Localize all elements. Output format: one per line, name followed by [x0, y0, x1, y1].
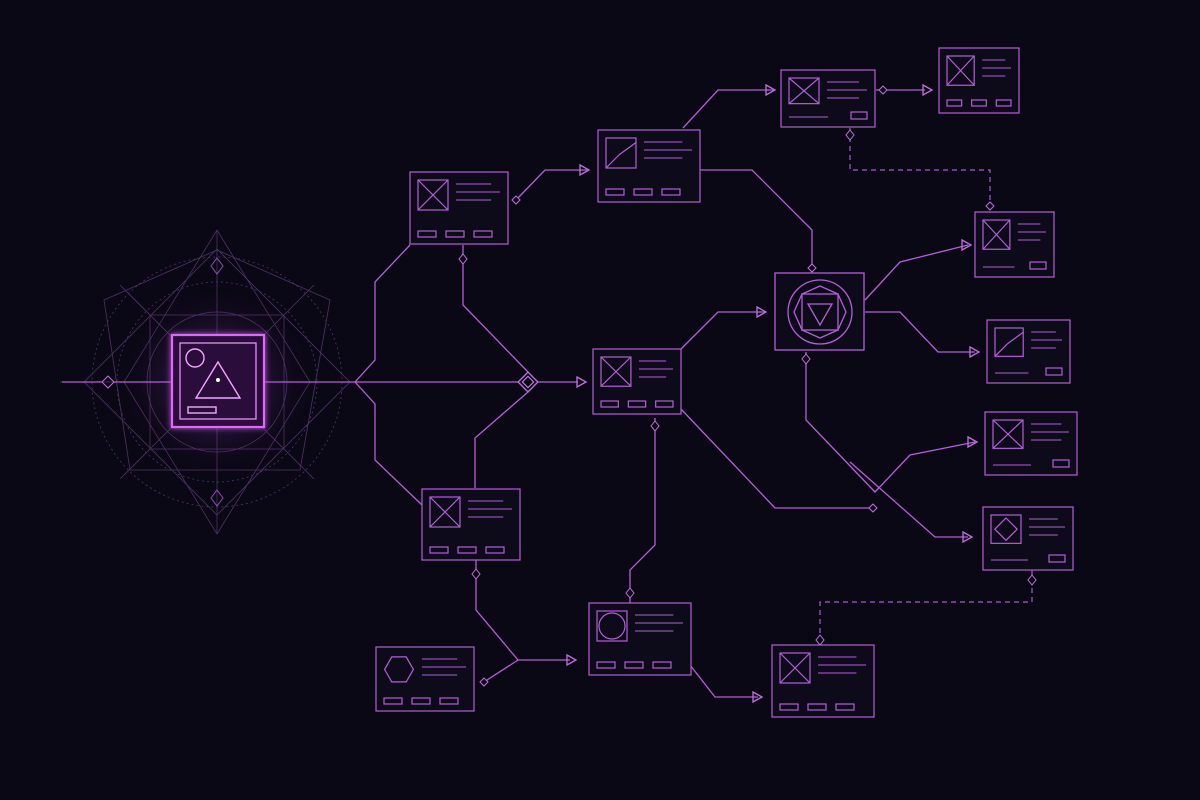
dashed-connectors — [819, 128, 1033, 645]
image-placeholder-icon — [417, 179, 449, 211]
card-top-right-a[interactable] — [780, 69, 876, 128]
geometry-markers — [101, 257, 224, 507]
diamond-icon — [990, 514, 1022, 544]
arrow-icon — [961, 238, 973, 252]
card-button[interactable] — [652, 661, 672, 669]
card-button[interactable] — [1029, 261, 1047, 270]
card-button[interactable] — [661, 188, 681, 196]
card-button[interactable] — [835, 703, 855, 711]
card-button[interactable] — [473, 230, 493, 238]
card-button[interactable] — [971, 99, 987, 107]
card-button[interactable] — [1045, 367, 1063, 376]
card-button[interactable] — [850, 111, 868, 120]
card-button[interactable] — [807, 703, 827, 711]
card-upper-left[interactable] — [409, 171, 509, 245]
card-button[interactable] — [995, 99, 1012, 107]
arrow-icon — [752, 690, 764, 704]
card-button[interactable] — [411, 697, 431, 705]
arrow-icon — [756, 305, 768, 319]
card-button[interactable] — [1052, 459, 1070, 468]
arrow-icon — [579, 163, 591, 177]
card-button[interactable] — [779, 703, 799, 711]
diamond-junction-icon — [521, 375, 535, 389]
image-placeholder-icon — [788, 77, 820, 105]
card-button[interactable] — [439, 697, 459, 705]
connection-lines — [62, 89, 976, 698]
card-button[interactable] — [600, 400, 619, 408]
image-placeholder-icon — [429, 496, 461, 528]
image-chart-icon — [605, 137, 637, 169]
arrow-icon — [922, 83, 934, 97]
card-button[interactable] — [485, 546, 505, 554]
card-button[interactable] — [383, 697, 403, 705]
star-polygon-icon — [787, 279, 853, 345]
arrow-icon — [962, 530, 974, 544]
card-button[interactable] — [633, 188, 653, 196]
image-chart-icon — [994, 327, 1024, 357]
image-placeholder-icon — [982, 219, 1011, 250]
card-button[interactable] — [457, 546, 477, 554]
arrow-icon — [765, 83, 777, 97]
arrowheads — [566, 83, 981, 704]
card-bottom-circle[interactable] — [588, 602, 692, 676]
connector-diamonds — [458, 85, 1037, 687]
card-button[interactable] — [605, 188, 625, 196]
card-right-2[interactable] — [986, 319, 1071, 384]
card-button[interactable] — [429, 546, 449, 554]
card-button[interactable] — [1048, 554, 1066, 563]
image-placeholder-icon — [600, 356, 632, 387]
card-button[interactable] — [417, 230, 437, 238]
card-right-4[interactable] — [982, 506, 1074, 571]
card-button[interactable] — [946, 99, 963, 107]
junction-node[interactable] — [517, 371, 539, 393]
card-bottom-hexagon[interactable] — [375, 646, 475, 712]
circle-icon — [596, 610, 628, 642]
card-top-middle[interactable] — [597, 129, 701, 203]
arrow-icon — [969, 345, 981, 359]
image-placeholder-icon — [779, 652, 811, 684]
card-right-1[interactable] — [974, 211, 1055, 278]
hexagon-icon — [383, 656, 415, 683]
card-button[interactable] — [596, 661, 616, 669]
arrow-icon — [967, 435, 979, 449]
card-button[interactable] — [655, 400, 674, 408]
card-button[interactable] — [627, 400, 647, 408]
card-lower-left[interactable] — [421, 488, 521, 561]
hub-node[interactable] — [774, 272, 865, 351]
image-placeholder-icon — [946, 55, 975, 86]
card-right-3[interactable] — [984, 411, 1078, 476]
card-center[interactable] — [592, 348, 682, 415]
source-node[interactable] — [170, 333, 266, 429]
card-bottom-right[interactable] — [771, 644, 875, 718]
card-top-right-b[interactable] — [938, 47, 1020, 114]
image-icon — [185, 348, 242, 414]
card-button[interactable] — [445, 230, 465, 238]
arrow-icon — [576, 375, 588, 389]
image-placeholder-icon — [992, 419, 1024, 449]
arrow-icon — [566, 653, 578, 667]
card-button[interactable] — [624, 661, 644, 669]
